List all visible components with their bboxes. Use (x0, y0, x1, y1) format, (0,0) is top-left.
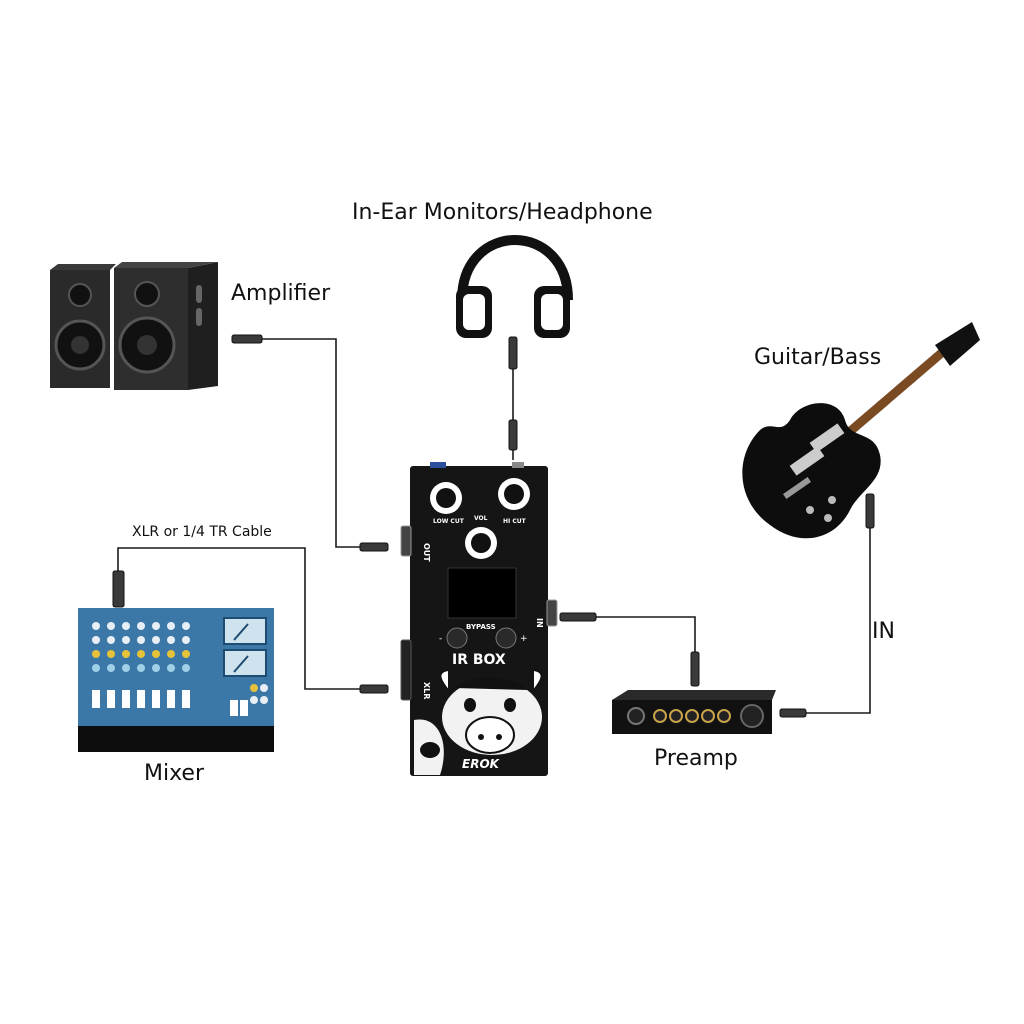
plus-button[interactable] (495, 627, 517, 649)
amplifier-label: Amplifier (231, 281, 331, 306)
device-out-label: OUT (422, 543, 431, 562)
cow-graphic (414, 669, 543, 775)
device-name: IR BOX (452, 652, 506, 668)
ir-box-device: OUT IN XLR LOW CUT VOL HI CUT BYPASS - +… (400, 462, 558, 776)
plug-amplifier (231, 334, 263, 344)
mixer-icon (78, 608, 274, 752)
minus-label: - (439, 634, 442, 644)
amplifier-cable (262, 338, 360, 548)
hi-cut-label: HI CUT (503, 518, 527, 525)
guitar-label: Guitar/Bass (754, 345, 882, 370)
device-in-label: IN (535, 618, 544, 628)
hi-cut-knob[interactable] (498, 478, 530, 510)
cable-plugs (112, 334, 875, 718)
headphone-icon (456, 235, 573, 338)
plug-headphone-top (508, 336, 518, 370)
low-cut-knob[interactable] (430, 482, 462, 514)
guitar-cable (790, 528, 871, 714)
vol-label: VOL (474, 515, 488, 522)
minus-button[interactable] (446, 627, 468, 649)
plug-headphone-bottom (508, 419, 518, 451)
device-xlr-label: XLR (422, 682, 431, 699)
in-label: IN (872, 619, 895, 644)
plug-preamp-out (779, 708, 807, 718)
plug-in (559, 612, 597, 622)
preamp-label: Preamp (654, 746, 738, 771)
mixer-label: Mixer (144, 761, 205, 786)
vol-knob[interactable] (465, 527, 497, 559)
plug-xlr (359, 684, 389, 694)
display-screen (447, 567, 517, 619)
preamp-input-cable (560, 616, 696, 660)
bypass-label: BYPASS (466, 623, 496, 631)
plug-guitar (865, 493, 875, 529)
plug-mixer (112, 570, 125, 608)
speaker-icon (50, 262, 218, 390)
plug-out (359, 542, 389, 552)
cable-label: XLR or 1/4 TR Cable (132, 524, 272, 540)
plug-preamp (690, 651, 700, 687)
preamp-icon (612, 690, 776, 734)
mixer-cable (117, 547, 360, 690)
brand-logo: EROK (462, 757, 501, 771)
headphone-label: In-Ear Monitors/Headphone (352, 200, 653, 225)
low-cut-label: LOW CUT (433, 518, 465, 525)
plus-label: + (520, 634, 528, 644)
guitar-icon (742, 322, 980, 539)
